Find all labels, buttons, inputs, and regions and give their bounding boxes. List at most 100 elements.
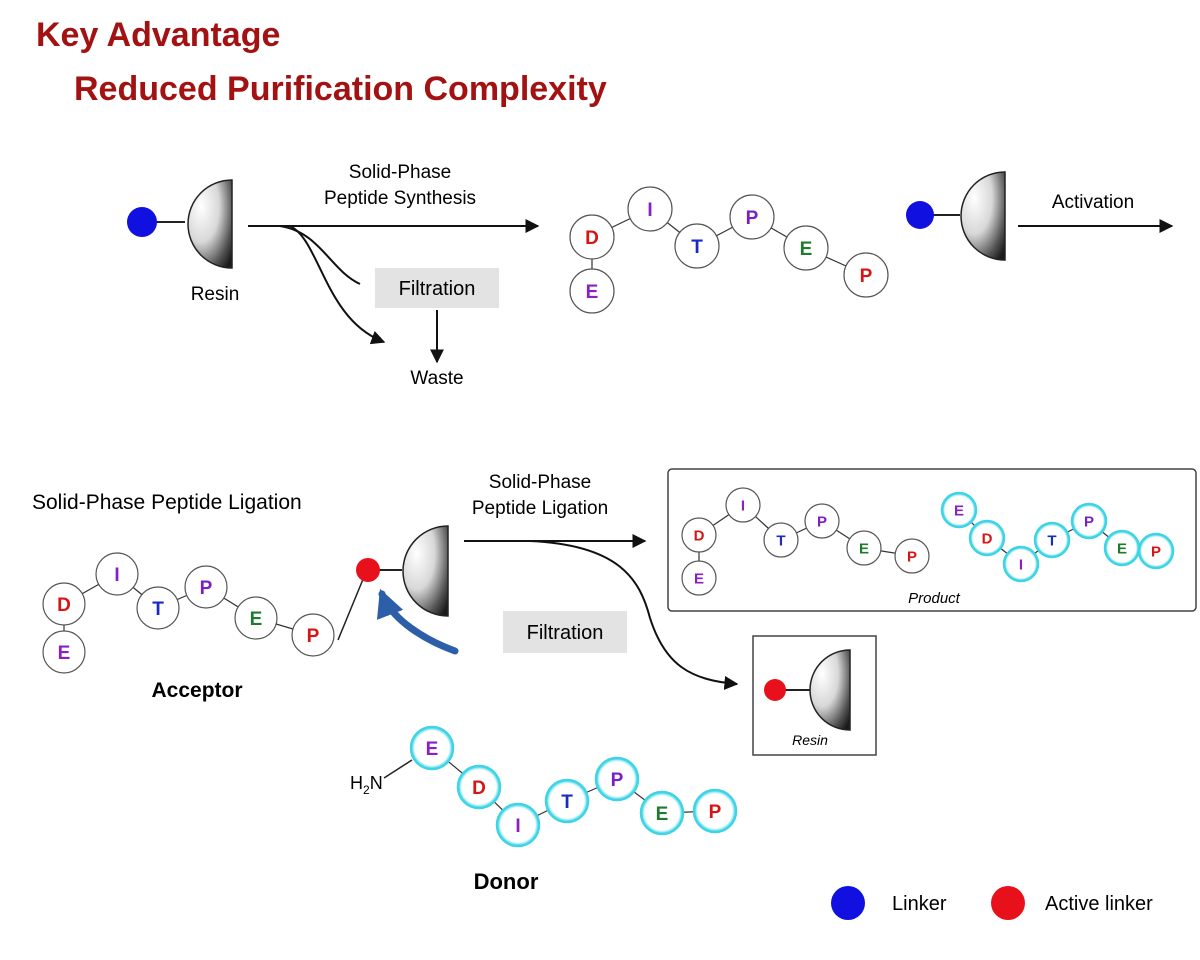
- residue-letter: P: [611, 770, 624, 791]
- amino-acid-residue: [42, 582, 86, 626]
- amino-acid-residue: [1033, 521, 1071, 559]
- product-label: Product: [908, 590, 961, 607]
- amino-acid-residue: [1070, 502, 1108, 540]
- amino-acid-residue: [894, 538, 930, 574]
- sps-label-line2: Peptide Synthesis: [324, 188, 476, 209]
- legend-active-linker-dot: [991, 886, 1025, 920]
- residue-letter: P: [200, 578, 213, 599]
- sps-label-line1: Solid-Phase: [349, 162, 451, 183]
- residue-letter: E: [1117, 540, 1127, 557]
- amino-acid-residue: [1137, 532, 1175, 570]
- residue-letter: P: [1151, 543, 1161, 560]
- residue-letter: I: [741, 497, 745, 514]
- resin-bead-acceptor: [402, 525, 449, 617]
- amino-acid-residue: [136, 586, 180, 630]
- residue-letter: I: [647, 200, 652, 221]
- amino-acid-residue: [843, 252, 889, 298]
- residue-letter: I: [515, 816, 520, 837]
- amino-acid-residue: [291, 613, 335, 657]
- residue-letter: E: [954, 502, 964, 519]
- acceptor-link: [337, 571, 367, 641]
- active-linker-dot: [764, 679, 786, 701]
- residue-letter: D: [982, 530, 993, 547]
- residue-letter: P: [746, 208, 759, 229]
- amino-acid-residue: [763, 522, 799, 558]
- residue-letter: D: [585, 228, 599, 249]
- resin-with-linker-top: [127, 179, 233, 269]
- residue-letter: E: [426, 739, 439, 760]
- spl-label-line1: Solid-Phase: [489, 472, 591, 493]
- amino-acid-residue: [569, 268, 615, 314]
- residue-letter: P: [307, 626, 320, 647]
- amino-acid-residue: [184, 565, 228, 609]
- spl-section-label: Solid-Phase Peptide Ligation: [32, 491, 302, 514]
- residue-letter: E: [859, 540, 869, 557]
- legend-active-linker-label: Active linker: [1045, 893, 1153, 915]
- amino-acid-residue: [940, 491, 978, 529]
- resin-with-linker-activation: [906, 171, 1006, 261]
- residue-letter: E: [800, 239, 813, 260]
- residue-letter: P: [817, 513, 827, 530]
- linker-dot: [127, 207, 157, 237]
- residue-letter: E: [656, 804, 669, 825]
- title-key-advantage: Key Advantage: [36, 16, 281, 54]
- linker-dot: [906, 201, 934, 229]
- legend-linker-label: Linker: [892, 893, 947, 915]
- residue-letter: E: [694, 570, 704, 587]
- residue-letter: I: [114, 565, 119, 586]
- residue-letter: D: [472, 778, 486, 799]
- resin-bead-recovered: [809, 649, 851, 731]
- resin-recovery-curve: [529, 540, 739, 690]
- amino-acid-residue: [692, 788, 738, 834]
- residue-letter: T: [561, 792, 573, 813]
- amino-acid-residue: [846, 530, 882, 566]
- resin-bead: [187, 179, 233, 269]
- amino-acid-residue: [544, 778, 590, 824]
- h2n-label: H2N: [350, 773, 383, 797]
- amino-acid-residue: [804, 503, 840, 539]
- amino-acid-residue: [674, 223, 720, 269]
- product-box: [667, 468, 1197, 612]
- residue-letter: E: [58, 643, 71, 664]
- filtration-box-top: [375, 268, 499, 308]
- filtration-box-bottom: [503, 611, 627, 653]
- residue-letter: D: [57, 595, 71, 616]
- residue-letter: I: [1019, 556, 1023, 573]
- resin-bead: [960, 171, 1006, 261]
- amino-acid-residue: [681, 517, 717, 553]
- recovered-resin-box: [752, 635, 877, 756]
- spl-label-line2: Peptide Ligation: [472, 498, 608, 519]
- amino-acid-residue: [234, 596, 278, 640]
- amino-acid-residue: [968, 519, 1006, 557]
- amino-acid-residue: [409, 725, 455, 771]
- residue-letter: T: [152, 599, 164, 620]
- amino-acid-residue: [495, 802, 541, 848]
- amino-acid-residue: [1002, 545, 1040, 583]
- filtration-label-top: Filtration: [399, 278, 476, 300]
- resin-label-recovered: Resin: [792, 732, 828, 748]
- resin-label-top: Resin: [191, 284, 240, 305]
- residue-letter: P: [907, 548, 917, 565]
- waste-branch-curve: [289, 225, 386, 345]
- filtration-branch-curve: [279, 225, 361, 285]
- amino-acid-residue: [725, 487, 761, 523]
- amino-acid-residue: [681, 560, 717, 596]
- amino-acid-residue: [95, 552, 139, 596]
- residue-letter: D: [694, 527, 705, 544]
- residue-letter: T: [1047, 532, 1056, 549]
- amino-acid-residue: [627, 186, 673, 232]
- donor-label: Donor: [474, 869, 539, 894]
- activation-label: Activation: [1052, 192, 1134, 213]
- peptide-donor: E D I T P E P: [409, 725, 738, 848]
- residue-letter: P: [709, 802, 722, 823]
- donor-approach-arrow: [376, 588, 459, 655]
- residue-letter: T: [691, 237, 703, 258]
- amino-acid-residue: [594, 756, 640, 802]
- amino-acid-residue: [729, 194, 775, 240]
- amino-acid-residue: [639, 790, 685, 836]
